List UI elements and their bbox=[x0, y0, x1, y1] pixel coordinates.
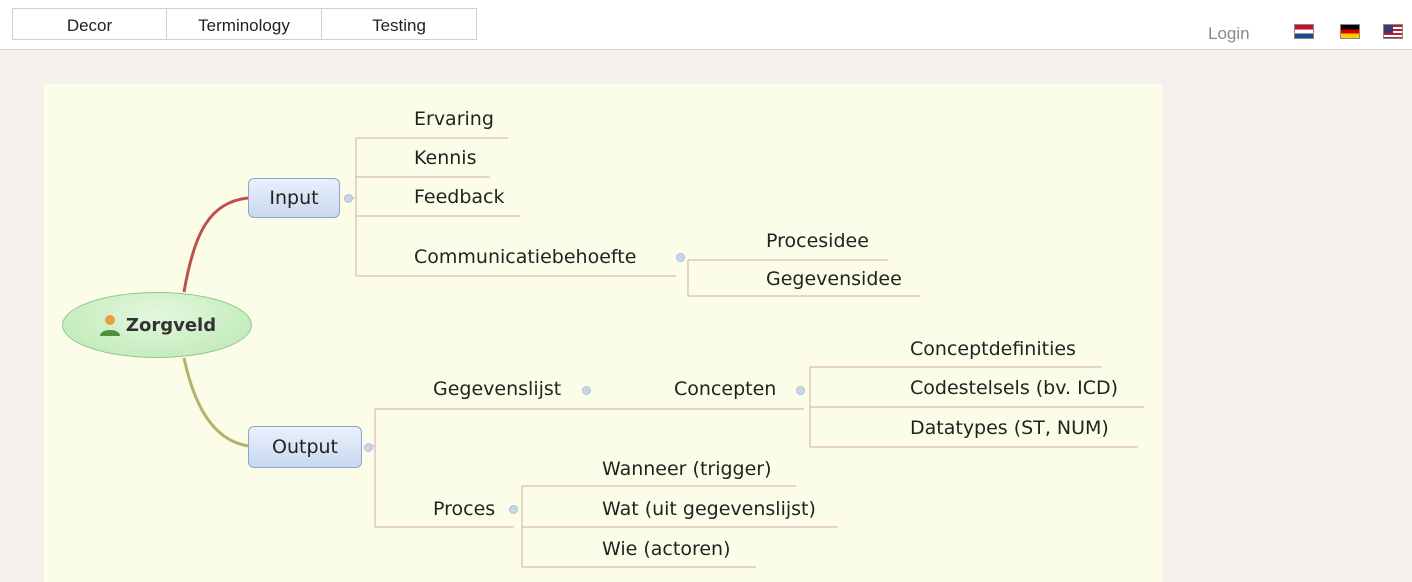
login-link[interactable]: Login bbox=[1208, 24, 1250, 43]
tab-terminology[interactable]: Terminology bbox=[167, 8, 322, 40]
node-gegevenslijst[interactable]: Gegevenslijst bbox=[433, 378, 562, 400]
nav-tabs: Decor Terminology Testing bbox=[12, 8, 477, 40]
person-icon bbox=[99, 315, 120, 336]
collapse-output-icon[interactable] bbox=[364, 443, 373, 452]
node-wanneer[interactable]: Wanneer (trigger) bbox=[602, 458, 772, 480]
collapse-communicatiebehoefte-icon[interactable] bbox=[676, 253, 685, 262]
tab-decor[interactable]: Decor bbox=[12, 8, 167, 40]
node-kennis[interactable]: Kennis bbox=[414, 147, 477, 169]
top-navigation: Decor Terminology Testing Login bbox=[0, 0, 1412, 50]
node-feedback[interactable]: Feedback bbox=[414, 186, 505, 208]
root-label: Zorgveld bbox=[125, 314, 217, 336]
node-wie[interactable]: Wie (actoren) bbox=[602, 538, 731, 560]
node-output[interactable]: Output bbox=[248, 426, 362, 468]
collapse-gegevenslijst-icon[interactable] bbox=[582, 386, 591, 395]
node-input[interactable]: Input bbox=[248, 178, 340, 218]
us-flag-icon[interactable] bbox=[1383, 24, 1403, 39]
tab-testing[interactable]: Testing bbox=[322, 8, 477, 40]
node-datatypes[interactable]: Datatypes (ST, NUM) bbox=[910, 417, 1109, 439]
collapse-input-icon[interactable] bbox=[344, 194, 353, 203]
node-wat[interactable]: Wat (uit gegevenslijst) bbox=[602, 498, 816, 520]
node-ervaring[interactable]: Ervaring bbox=[414, 108, 494, 130]
nl-flag-icon[interactable] bbox=[1294, 24, 1314, 39]
node-codestelsels[interactable]: Codestelsels (bv. ICD) bbox=[910, 377, 1118, 399]
node-concepten[interactable]: Concepten bbox=[674, 378, 777, 400]
mindmap-connectors bbox=[182, 137, 1144, 568]
node-procesidee[interactable]: Procesidee bbox=[766, 230, 869, 252]
node-proces[interactable]: Proces bbox=[433, 498, 496, 520]
node-conceptdefinities[interactable]: Conceptdefinities bbox=[910, 338, 1076, 360]
root-node-zorgveld[interactable]: Zorgveld bbox=[62, 292, 252, 358]
node-communicatiebehoefte[interactable]: Communicatiebehoefte bbox=[414, 246, 637, 268]
collapse-proces-icon[interactable] bbox=[509, 505, 518, 514]
de-flag-icon[interactable] bbox=[1340, 24, 1360, 39]
node-gegevensidee[interactable]: Gegevensidee bbox=[766, 268, 902, 290]
collapse-concepten-icon[interactable] bbox=[796, 386, 805, 395]
mindmap-panel: Zorgveld Input Ervaring Kennis Feedback … bbox=[44, 84, 1162, 582]
